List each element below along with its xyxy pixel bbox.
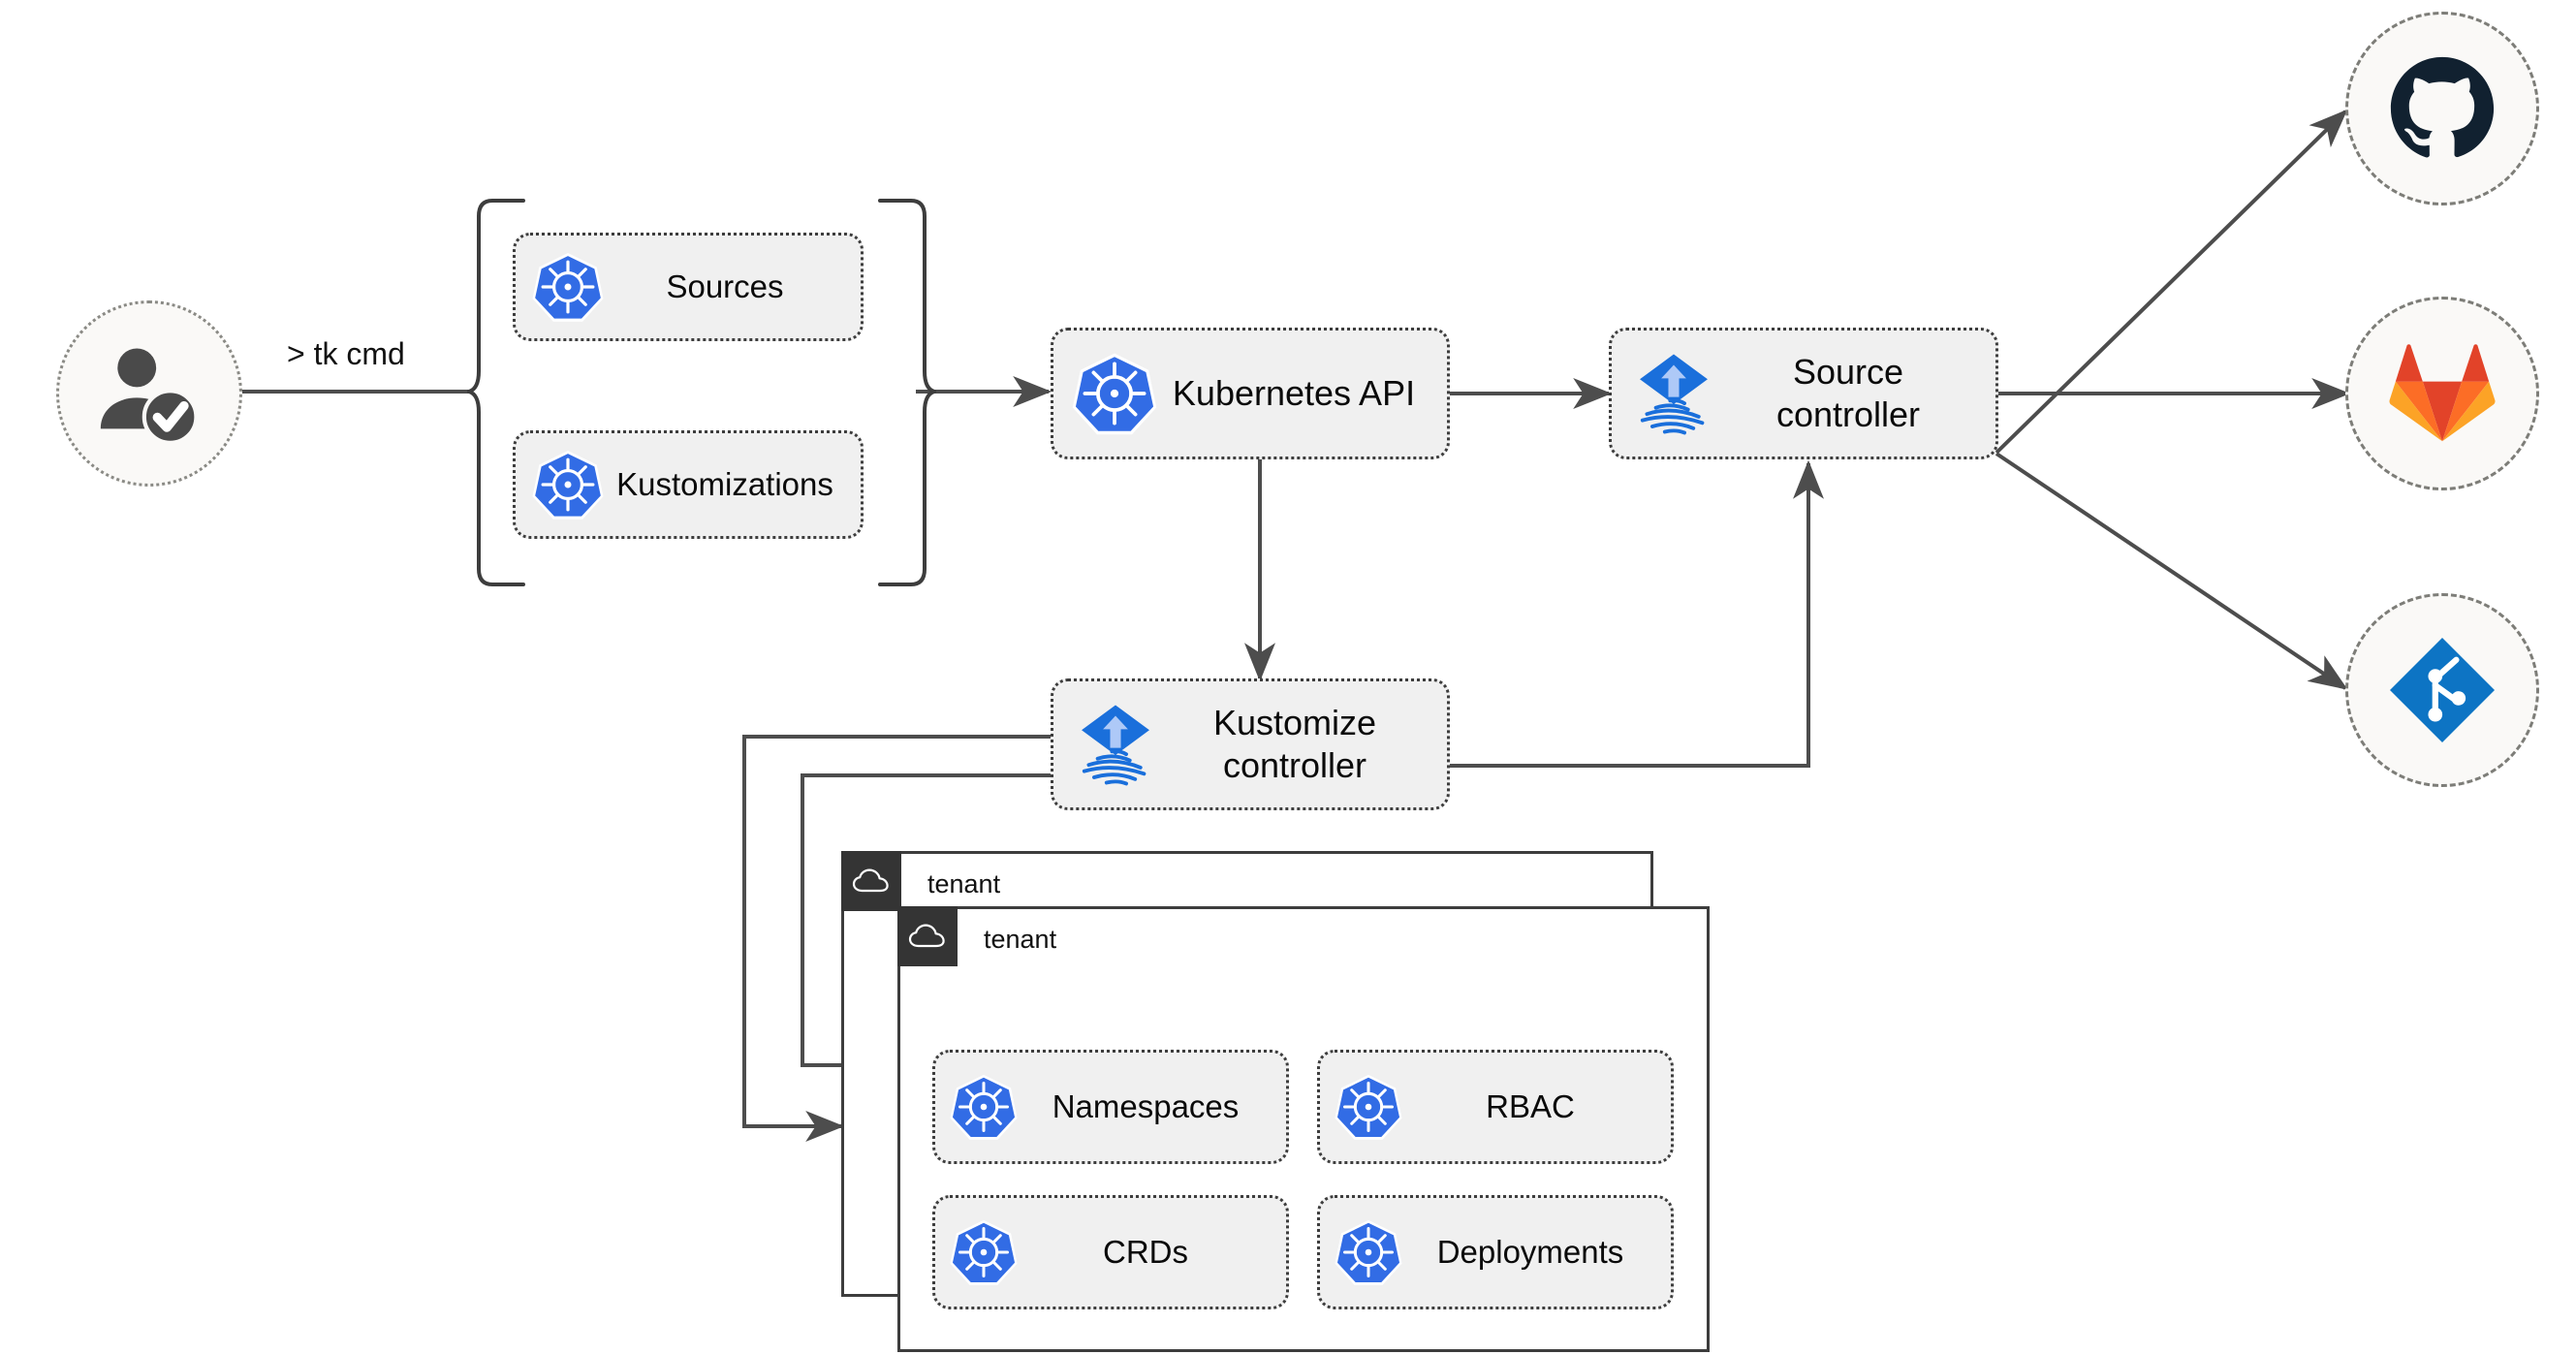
kubernetes-icon xyxy=(1334,1217,1403,1287)
cloud-icon xyxy=(852,868,889,893)
flux-icon xyxy=(1071,700,1160,789)
tenant-card-front[interactable]: tenant Namespaces xyxy=(897,906,1710,1352)
kubernetes-icon xyxy=(949,1217,1019,1287)
user-actor-circle[interactable] xyxy=(56,300,242,487)
kubernetes-icon xyxy=(1334,1072,1403,1142)
wire-source-to-git xyxy=(1995,452,2348,690)
tenant-resource-label: CRDs xyxy=(1103,1233,1188,1270)
kustomize-controller-node[interactable]: Kustomize controller xyxy=(1051,678,1450,810)
source-controller-node[interactable]: Source controller xyxy=(1609,328,1998,459)
tenant-resource-label: RBAC xyxy=(1486,1087,1575,1124)
right-brace xyxy=(878,199,936,586)
resource-kustomizations[interactable]: Kustomizations xyxy=(513,430,864,539)
flux-icon xyxy=(1629,349,1718,438)
tenant-resource-rbac[interactable]: RBAC xyxy=(1317,1050,1674,1164)
kubernetes-icon xyxy=(949,1072,1019,1142)
cloud-tab xyxy=(897,906,958,966)
wire-source-to-github xyxy=(1995,109,2348,455)
github-icon xyxy=(2390,56,2495,158)
kubernetes-icon xyxy=(531,250,605,324)
provider-gitlab-circle[interactable] xyxy=(2345,297,2539,490)
gitlab-icon xyxy=(2389,344,2496,442)
kustomize-controller-label: Kustomize controller xyxy=(1212,703,1377,785)
tenant-resource-deployments[interactable]: Deployments xyxy=(1317,1195,1674,1309)
kubernetes-api-node[interactable]: Kubernetes API xyxy=(1051,328,1450,459)
provider-git-circle[interactable] xyxy=(2345,593,2539,787)
kubernetes-icon xyxy=(1071,350,1158,437)
resource-sources[interactable]: Sources xyxy=(513,233,864,341)
tenant-resource-crds[interactable]: CRDs xyxy=(932,1195,1289,1309)
resource-label: Kustomizations xyxy=(616,465,833,502)
cloud-icon xyxy=(908,924,945,948)
resource-label: Sources xyxy=(666,268,784,304)
tenant-resource-label: Deployments xyxy=(1436,1233,1624,1270)
tenant-resource-label: Namespaces xyxy=(1052,1087,1240,1124)
tenant-resource-namespaces[interactable]: Namespaces xyxy=(932,1050,1289,1164)
user-check-icon xyxy=(100,348,199,445)
provider-github-circle[interactable] xyxy=(2345,12,2539,205)
wire-kustomize-to-source xyxy=(1446,459,1824,768)
cloud-tab xyxy=(841,851,901,911)
tenant-name: tenant xyxy=(984,925,1057,954)
source-controller-label: Source controller xyxy=(1775,352,1921,434)
kubernetes-api-label: Kubernetes API xyxy=(1172,373,1416,414)
command-label: > tk cmd xyxy=(287,336,405,371)
git-icon xyxy=(2390,638,2495,742)
kubernetes-icon xyxy=(531,448,605,521)
tenant-name: tenant xyxy=(927,869,1001,898)
